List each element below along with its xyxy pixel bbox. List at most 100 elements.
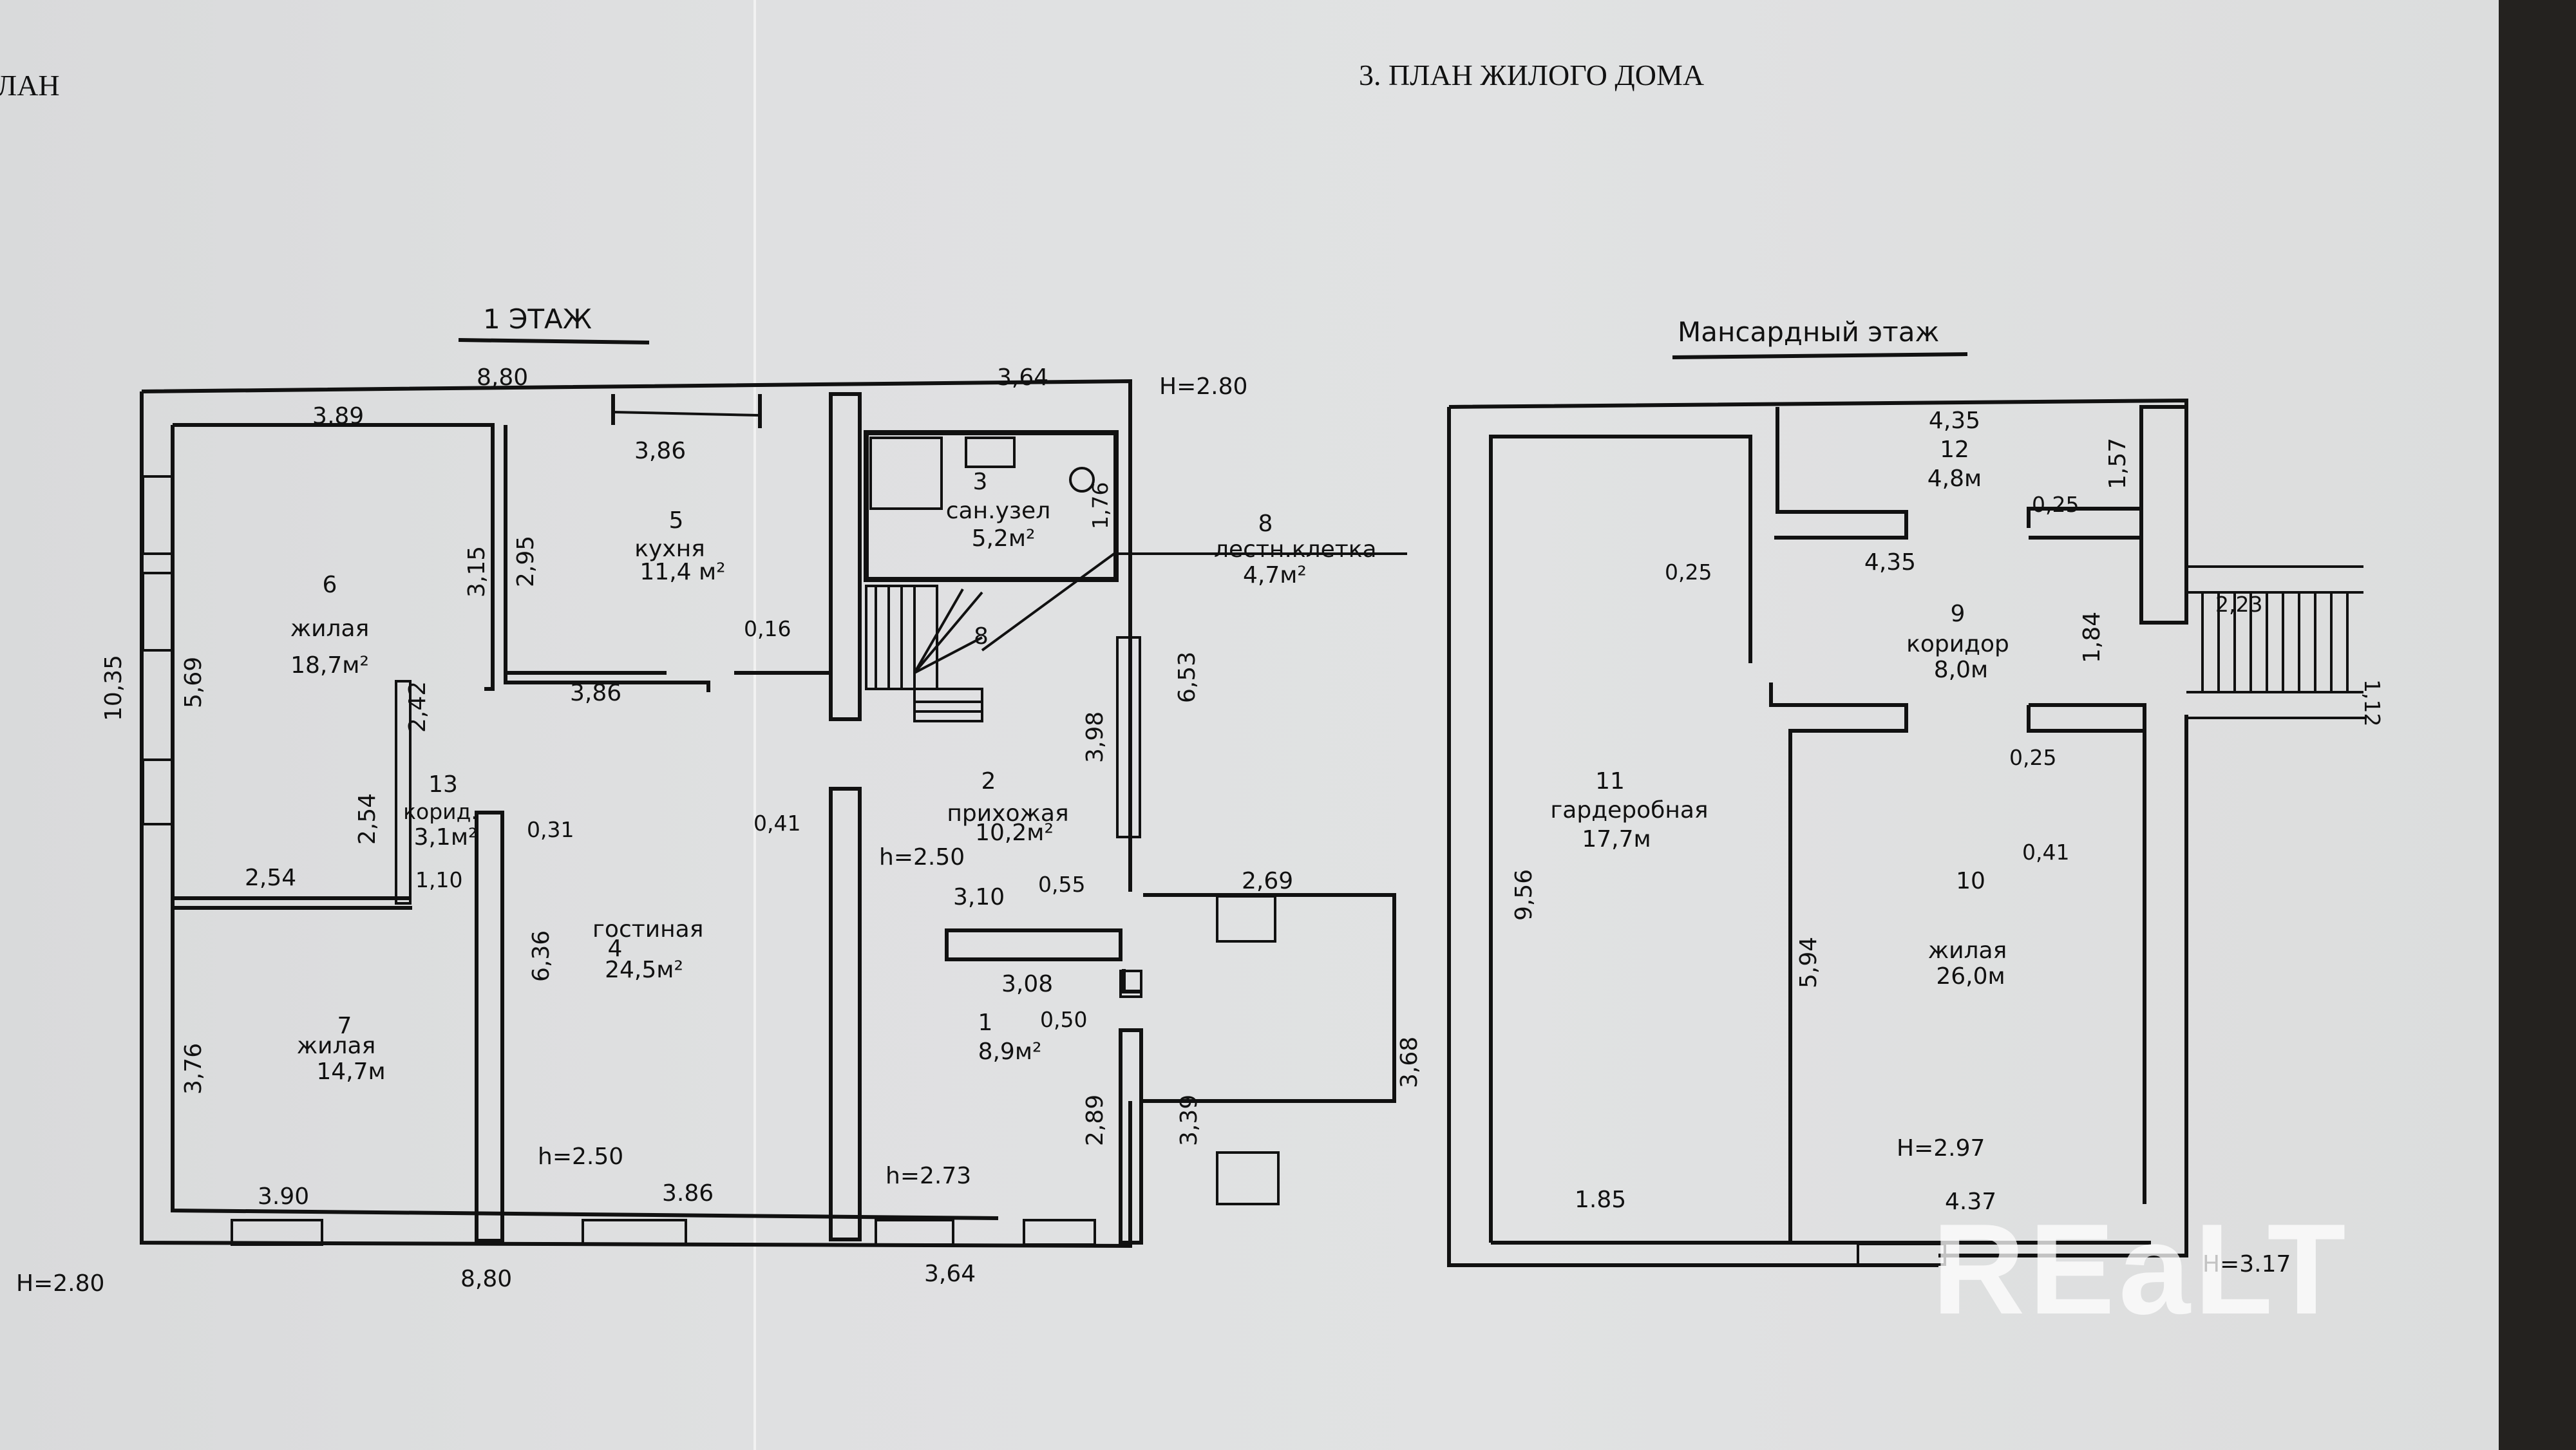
- room9-number: 9: [1951, 601, 1965, 627]
- realt-watermark: REaLT: [1932, 1198, 2350, 1341]
- dim-overall-top-right: 3,64: [997, 364, 1048, 391]
- room8-name: лестн.клетка: [1214, 536, 1377, 563]
- room6-wall: [173, 423, 495, 691]
- room3-name: сан.узел: [946, 498, 1050, 524]
- dim-room10-door: 0,41: [2022, 840, 2069, 865]
- floor1-title: 1 ЭТАЖ: [483, 303, 592, 335]
- window: [612, 411, 761, 417]
- dim-room1-b: 0,50: [1040, 1007, 1087, 1032]
- room1-area: 8,9м²: [978, 1039, 1042, 1065]
- floor1-title-underline: [458, 338, 650, 344]
- dim-room4-left: 6,36: [528, 930, 554, 982]
- dim-room5-door: 0,16: [744, 616, 791, 641]
- attic-outer-wall-left-bottom: [1447, 407, 1938, 1267]
- dim-room7-bottom: 3.90: [258, 1183, 309, 1210]
- dim-room9-top: 4,35: [1864, 549, 1916, 576]
- window: [875, 1219, 954, 1246]
- room6-area: 18,7м²: [290, 652, 369, 679]
- porch-steps-bottom: [1216, 1151, 1280, 1205]
- dim-room13-b: 2,54: [354, 793, 381, 845]
- height-top: H=2.80: [1159, 373, 1247, 400]
- room4-column-wall: [829, 392, 862, 721]
- dim-room6-bottom: 2,54: [245, 865, 296, 891]
- floor1-inner-perimeter: [171, 425, 999, 1220]
- dim-room1-right: 2,89: [1082, 1095, 1108, 1146]
- room11-walls: [1489, 435, 1752, 1243]
- attic-outer-wall-right: [1938, 715, 2188, 1257]
- room12-number: 12: [1940, 437, 1969, 463]
- floor1-plan: [140, 379, 1407, 1248]
- toilet-icon: [1069, 467, 1095, 493]
- attic-labels: 4,35 12 4,8м 1,57 0,25 4,35 0,25 9 корид…: [1511, 408, 2385, 1277]
- dim-overall-bottom-right: 3,64: [924, 1261, 976, 1287]
- room1-height: h=2.73: [886, 1163, 971, 1189]
- room12-left-wall: [1774, 407, 1908, 540]
- dim-stair-width: 2,23: [2215, 592, 2262, 617]
- room12-right-wall: [2027, 507, 2141, 540]
- room5-name: кухня: [634, 536, 705, 562]
- dim-room2-right: 3,98: [1082, 711, 1108, 763]
- room2-left-wall: [829, 787, 862, 1241]
- dim-room13-c: 1,10: [415, 867, 462, 892]
- room12-area: 4,8м: [1927, 466, 1982, 492]
- room11-area: 17,7м: [1582, 826, 1651, 852]
- dim-room9-right: 1,84: [2079, 612, 2105, 663]
- attic-right-pier: [2139, 405, 2188, 625]
- room13-number: 13: [428, 771, 458, 798]
- window: [1857, 1243, 1946, 1266]
- document-title: 3. ПЛАН ЖИЛОГО ДОМА: [1359, 59, 1704, 91]
- dim-room5-left: 2,95: [513, 536, 539, 587]
- dim-room2-a: 3,10: [953, 884, 1005, 910]
- room2-name: прихожая: [947, 800, 1068, 827]
- dim-room2-b: 0,55: [1038, 872, 1085, 897]
- sink-icon: [965, 437, 1016, 468]
- window: [142, 475, 174, 555]
- dim-room5-bottom: 3,86: [570, 680, 621, 706]
- dim-room12-top: 4,35: [1929, 408, 1980, 434]
- attic-title-underline: [1672, 352, 1968, 359]
- window: [1023, 1219, 1096, 1246]
- room11-name: гардеробная: [1550, 797, 1708, 824]
- dim-room4-bottom: 3.86: [662, 1180, 714, 1207]
- staircase-attic: [2186, 565, 2367, 719]
- corridor-wall: [395, 680, 412, 905]
- dim-room12-right: 1,57: [2105, 438, 2131, 489]
- stair-number: 8: [974, 623, 989, 650]
- dim-room13-d: 0,31: [527, 817, 574, 842]
- room4-left-wall: [475, 811, 504, 1243]
- room5-area: 11,4 м²: [639, 559, 725, 585]
- dim-room12-door: 0,25: [2032, 492, 2079, 517]
- room11-number: 11: [1595, 768, 1625, 795]
- room4-number: 4: [608, 936, 623, 962]
- dim-room10-bottom: 4.37: [1945, 1189, 1996, 1215]
- room7-area: 14,7м: [316, 1059, 385, 1085]
- room5-wall: [504, 425, 710, 692]
- dim-room4-door: 0,41: [753, 811, 800, 836]
- height-bottom: H=2.80: [16, 1270, 104, 1297]
- room7-number: 7: [337, 1013, 352, 1039]
- paper-fold: [753, 0, 756, 1450]
- floor1-labels: 8,80 3,64 H=2.80 8,80 3,64 H=2.80 10,35 …: [16, 364, 1423, 1297]
- room1-right-wall: [1119, 1028, 1143, 1245]
- room9-name: коридор: [1906, 631, 2009, 657]
- room7-name: жилая: [297, 1033, 376, 1059]
- room1-number: 1: [978, 1010, 993, 1036]
- room10-name: жилая: [1928, 937, 2007, 964]
- dim-room6-right: 3,15: [464, 546, 490, 598]
- room2-area: 10,2м²: [975, 820, 1054, 846]
- staircase-floor1: [865, 585, 983, 722]
- dim-room7-left: 3,76: [180, 1043, 207, 1095]
- bathtub-icon: [869, 437, 943, 510]
- room5-number: 5: [669, 507, 684, 534]
- room10-height: H=2.97: [1897, 1135, 1985, 1162]
- room9-area: 8,0м: [1934, 657, 1988, 683]
- room6-name: жилая: [290, 616, 370, 642]
- window: [1116, 636, 1141, 838]
- dim-room9-left-door: 0,25: [1665, 560, 1712, 585]
- dim-room6-left: 5,69: [180, 657, 207, 708]
- background-edge: [2499, 0, 2576, 1450]
- vestibule-wall: [945, 928, 1122, 961]
- room13-area: 3,1м²: [414, 824, 478, 851]
- dim-room11-bottom: 1.85: [1575, 1187, 1626, 1213]
- attic-plan: [1447, 398, 2367, 1267]
